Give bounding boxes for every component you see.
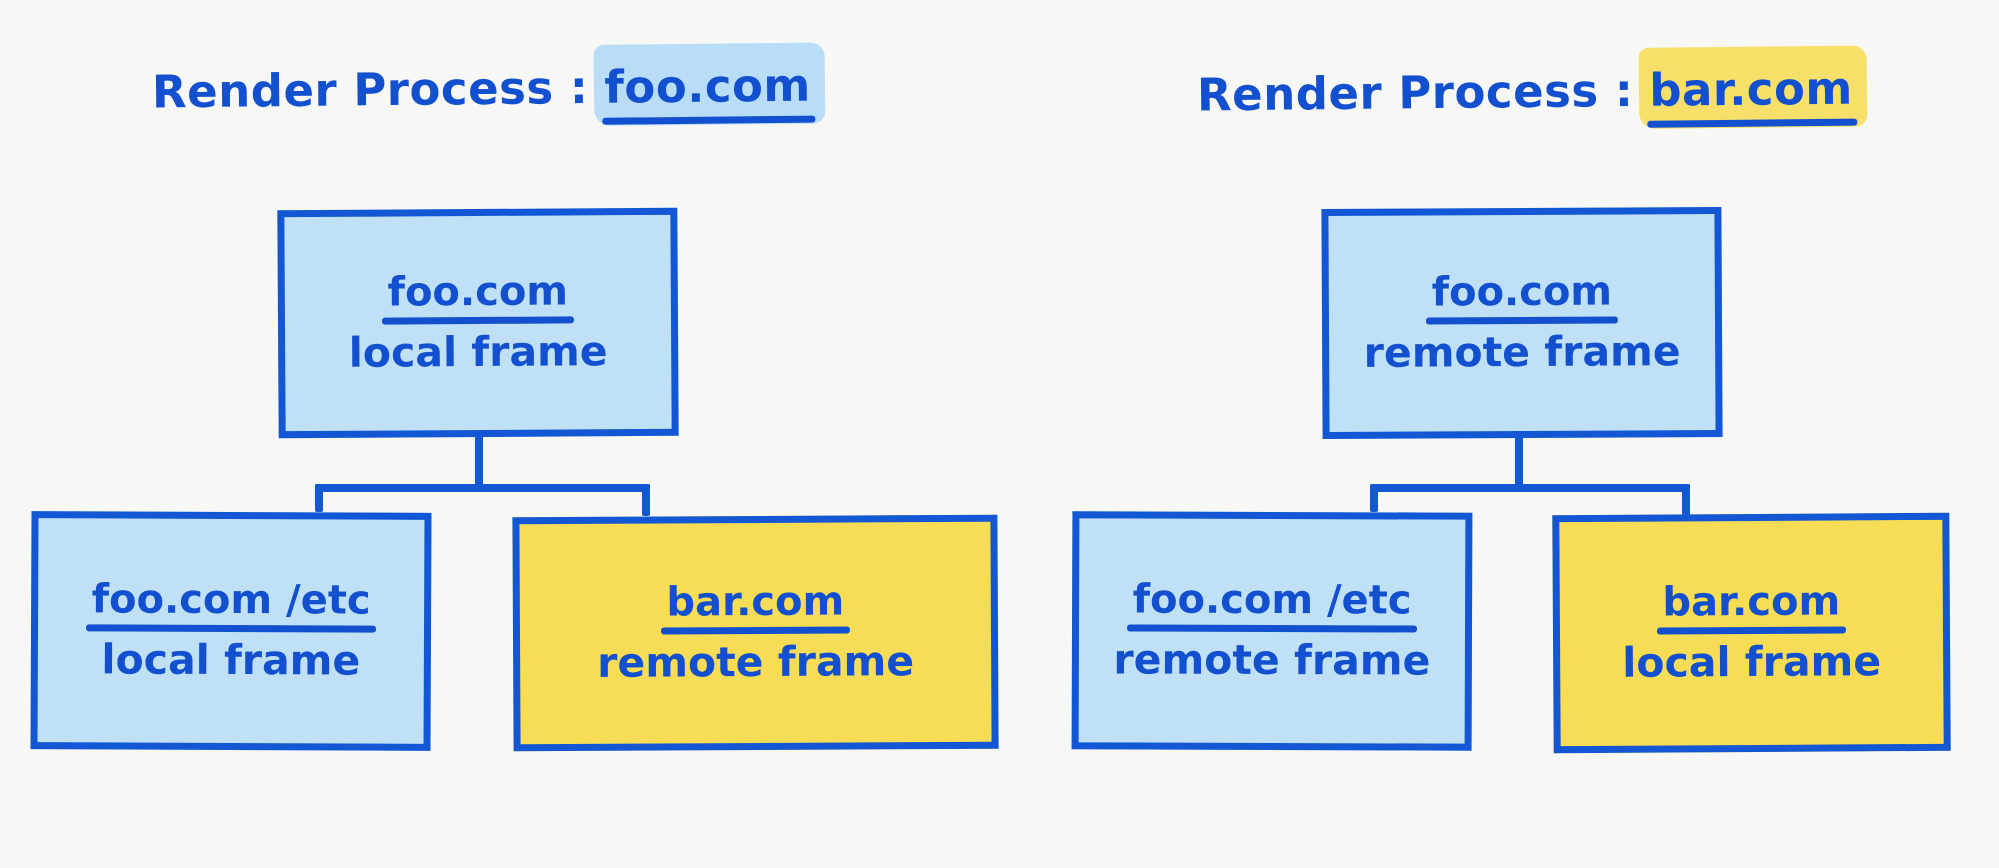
node-right-child2-kind: local frame <box>1622 637 1882 688</box>
title-left-lead: Render Process : <box>151 60 589 119</box>
node-left-child2-kind: remote frame <box>597 637 915 688</box>
node-left-child-foo-etc[interactable]: foo.com /etc local frame <box>30 511 432 751</box>
underline <box>660 626 851 635</box>
underline <box>1656 626 1847 636</box>
title-right-host-text: bar.com <box>1649 61 1854 117</box>
node-left-child2-host: bar.com <box>660 579 851 635</box>
node-right-child1-host-text: foo.com /etc <box>1132 576 1412 624</box>
node-left-root-kind: local frame <box>348 327 608 378</box>
node-left-child2-host-text: bar.com <box>666 579 845 626</box>
connector-right-child1-stem <box>1370 484 1378 512</box>
title-right-render-process: Render Process : bar.com <box>1196 45 1868 129</box>
connector-left-root-stem <box>475 432 483 488</box>
connector-right-child2-stem <box>1682 484 1690 516</box>
node-left-child-bar[interactable]: bar.com remote frame <box>512 514 999 752</box>
title-left-host-wrap: foo.com <box>593 42 826 126</box>
connector-left-horizontal-bar <box>315 484 650 492</box>
title-left-host: foo.com <box>602 58 816 125</box>
node-right-root-host: foo.com <box>1425 268 1619 325</box>
node-left-root-host: foo.com <box>381 268 575 326</box>
connector-left-child1-stem <box>315 484 323 512</box>
node-left-root-host-text: foo.com <box>387 268 569 317</box>
node-left-child1-host: foo.com /etc <box>85 576 377 634</box>
node-left-child1-kind: local frame <box>101 635 361 686</box>
node-left-child1-host-text: foo.com /etc <box>91 576 371 625</box>
node-right-child2-host: bar.com <box>1656 578 1847 636</box>
node-right-root[interactable]: foo.com remote frame <box>1321 206 1723 440</box>
title-right-lead: Render Process : <box>1196 63 1634 122</box>
underline <box>1425 316 1619 325</box>
node-left-root[interactable]: foo.com local frame <box>277 207 679 439</box>
underline <box>1126 624 1418 633</box>
connector-right-horizontal-bar <box>1370 484 1690 492</box>
node-right-child-bar[interactable]: bar.com local frame <box>1552 512 1951 754</box>
node-right-root-host-text: foo.com <box>1431 268 1613 316</box>
node-right-root-kind: remote frame <box>1363 327 1681 378</box>
connector-left-child2-stem <box>642 484 650 516</box>
underline <box>85 624 377 634</box>
connector-right-root-stem <box>1515 434 1523 488</box>
node-right-child2-host-text: bar.com <box>1662 578 1841 627</box>
title-right-host: bar.com <box>1647 61 1858 128</box>
title-left-host-text: foo.com <box>604 58 812 114</box>
underline <box>381 316 575 326</box>
title-right-host-wrap: bar.com <box>1638 45 1868 129</box>
title-left-render-process: Render Process : foo.com <box>151 42 826 126</box>
node-right-child1-kind: remote frame <box>1113 635 1431 686</box>
node-right-child-foo-etc[interactable]: foo.com /etc remote frame <box>1071 511 1473 751</box>
node-right-child1-host: foo.com /etc <box>1126 576 1418 633</box>
